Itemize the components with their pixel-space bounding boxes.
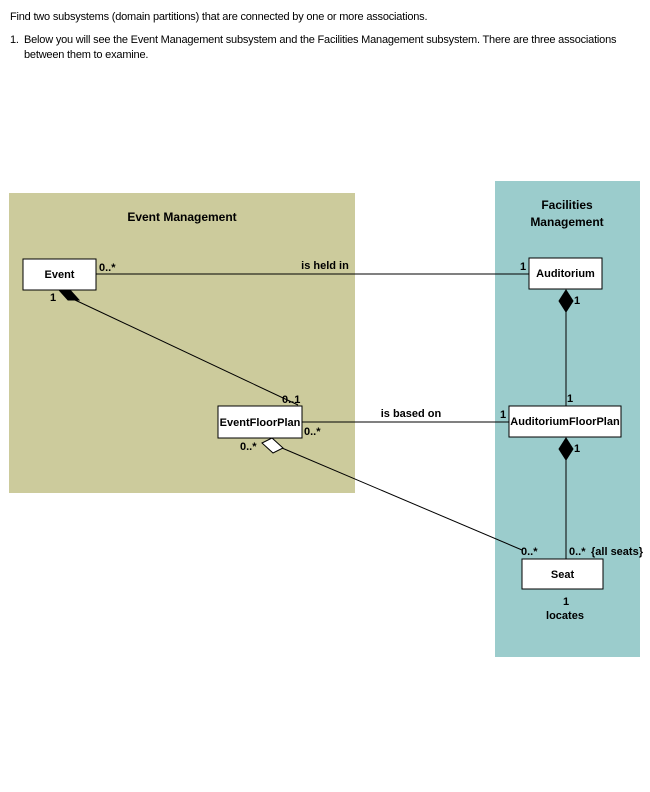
held-in-auditorium-mult: 1 xyxy=(520,261,526,273)
locates-line xyxy=(281,447,523,551)
eventfloorplan-class-name: EventFloorPlan xyxy=(220,417,301,429)
event-floorplan-floorplan-mult: 0..1 xyxy=(282,394,300,406)
step-1: 1. Below you will see the Event Manageme… xyxy=(10,33,646,63)
event-management-title: Event Management xyxy=(127,210,236,224)
instructions: Find two subsystems (domain partitions) … xyxy=(10,10,646,63)
locates-label: locates xyxy=(546,610,584,622)
locates-floorplan-mult: 0..* xyxy=(240,441,257,453)
held-in-label: is held in xyxy=(301,260,349,272)
event-class-box xyxy=(22,258,97,291)
auditorium-class-name: Auditorium xyxy=(536,268,595,280)
auditorium-composition-diamond xyxy=(558,289,574,313)
auditorium-floorplan-diamond xyxy=(558,437,574,461)
step-number: 1. xyxy=(10,34,19,46)
based-on-floorplan-mult: 0..* xyxy=(304,426,321,438)
seat-class-box xyxy=(521,558,604,590)
step-text: Below you will see the Event Management … xyxy=(24,34,617,61)
auditoriumfloorplan-class-box xyxy=(508,405,622,438)
event-class-name: Event xyxy=(45,269,75,281)
event-floorplan-line xyxy=(74,299,299,406)
seat-class-name: Seat xyxy=(551,569,575,581)
eventfloorplan-aggregation-diamond xyxy=(261,437,284,454)
seat-comp-seat-mult: 0..* xyxy=(569,546,586,558)
event-management-region xyxy=(9,193,355,493)
event-floorplan-event-mult: 1 xyxy=(50,292,56,304)
held-in-event-mult: 0..* xyxy=(99,262,116,274)
auditorium-comp-floorplan-mult: 1 xyxy=(567,393,573,405)
based-on-auditoriumfloorplan-mult: 1 xyxy=(500,409,506,421)
eventfloorplan-class-box xyxy=(217,405,303,439)
seat-comp-constraint: {all seats} xyxy=(591,546,644,558)
facilities-title-line1: Facilities xyxy=(541,198,593,212)
locates-seat-mult-left: 0..* xyxy=(521,546,538,558)
based-on-label: is based on xyxy=(381,408,442,420)
intro-text: Find two subsystems (domain partitions) … xyxy=(10,11,428,23)
locates-seat-mult-below: 1 xyxy=(563,596,569,608)
auditoriumfloorplan-class-name: AuditoriumFloorPlan xyxy=(510,416,620,428)
seat-comp-floorplan-mult: 1 xyxy=(574,443,580,455)
auditorium-class-box xyxy=(528,257,603,290)
facilities-title-line2: Management xyxy=(530,215,603,229)
auditorium-comp-auditorium-mult: 1 xyxy=(574,295,580,307)
